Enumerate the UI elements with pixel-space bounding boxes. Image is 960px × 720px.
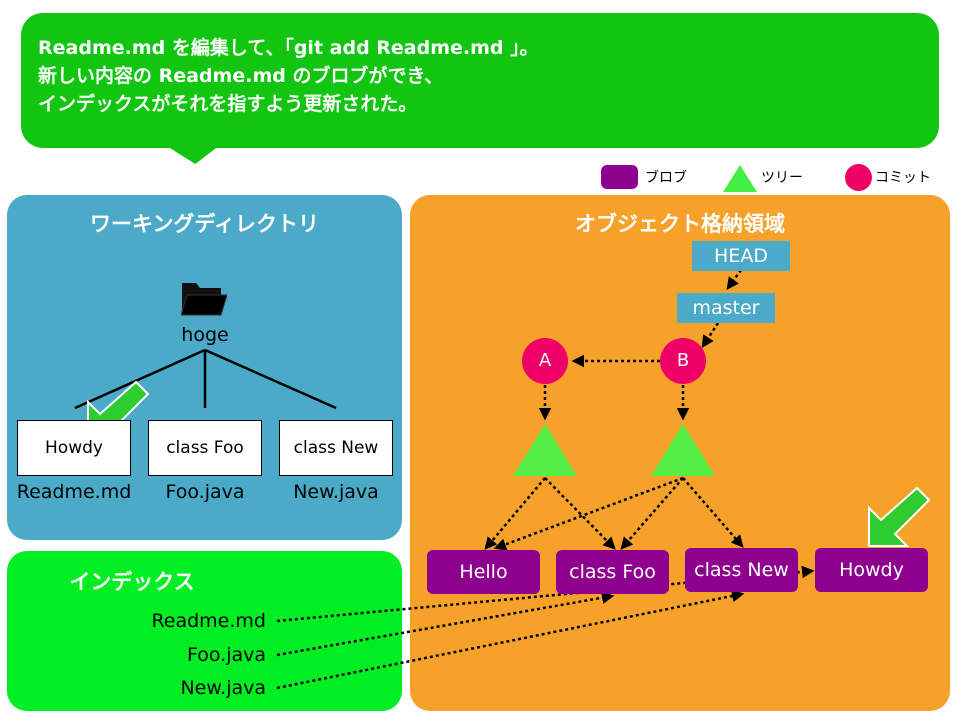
folder-name: hoge [181, 324, 229, 346]
folder-tree-lines [74, 348, 337, 410]
head-ref: HEAD [692, 241, 790, 271]
speech-bubble [21, 13, 939, 148]
file-new-name: New.java [293, 481, 379, 503]
index-entry-new: New.java [180, 677, 266, 699]
index-entry-foo: Foo.java [186, 644, 266, 666]
master-branch-ref: master [677, 293, 775, 323]
file-foo-name: Foo.java [165, 481, 245, 503]
folder-icon [180, 279, 228, 317]
bubble-line-2: 新しい内容の Readme.md のブロブができ、 [38, 65, 444, 87]
blob-class-foo: class Foo [556, 550, 669, 594]
working-directory-title: ワーキングディレクトリ [90, 212, 319, 236]
bubble-line-3: インデックスがそれを指すよう更新された。 [38, 93, 418, 115]
legend-commit-circle [845, 164, 872, 191]
index-title: インデックス [69, 570, 195, 594]
legend-tree-label: ツリー [761, 170, 803, 186]
object-reference-arrows [484, 269, 744, 551]
file-readme-name: Readme.md [16, 481, 132, 503]
index-pointer-arrows [276, 565, 815, 690]
file-new-content: class New [279, 420, 393, 476]
bubble-line-1: Readme.md を編集して、「git add Readme.md 」。 [38, 37, 539, 59]
bubble-caption: Readme.md を編集して、「git add Readme.md 」。 新し… [38, 34, 539, 118]
legend-tree-triangle [723, 165, 757, 192]
index-panel [7, 551, 402, 711]
legend-commit-label: コミット [875, 170, 931, 186]
tree-a [513, 424, 577, 476]
legend-blob-swatch [601, 165, 638, 189]
index-entry-readme: Readme.md [151, 610, 266, 632]
legend-blob-label: ブロブ [645, 170, 687, 186]
object-store-title: オブジェクト格納領域 [575, 212, 785, 236]
file-readme-content: Howdy [17, 420, 131, 476]
file-foo-content: class Foo [148, 420, 262, 476]
blob-class-new: class New [685, 548, 798, 592]
tree-b [651, 424, 715, 476]
commit-a: A [522, 338, 568, 384]
commit-b: B [660, 338, 706, 384]
highlight-arrow-howdy [868, 486, 931, 547]
blob-howdy: Howdy [815, 548, 928, 592]
blob-hello: Hello [427, 550, 540, 594]
